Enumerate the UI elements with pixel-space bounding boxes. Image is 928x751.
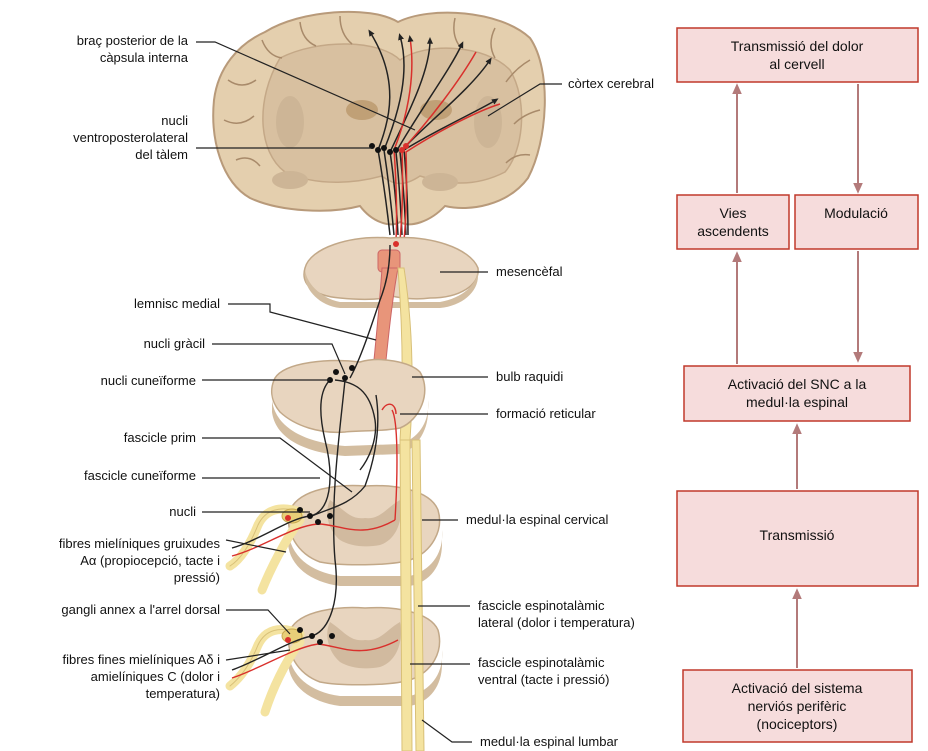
- svg-text:lateral (dolor i temperatura): lateral (dolor i temperatura): [478, 615, 635, 630]
- left-labels: braç posterior de la càpsula interna nuc…: [59, 33, 221, 701]
- svg-text:còrtex cerebral: còrtex cerebral: [568, 76, 654, 91]
- box-vies-line1: Vies: [720, 205, 747, 221]
- label-espinotalamic-lateral-1: fascicle espinotalàmic: [478, 598, 605, 613]
- spinal-tracts-yellow: [400, 440, 424, 751]
- brain-section: [213, 12, 545, 224]
- box-activacio-periferic-line1: Activació del sistema: [732, 680, 863, 696]
- svg-text:braç posterior de la: braç posterior de la: [77, 33, 189, 48]
- label-medulla-lumbar: medul·la espinal lumbar: [480, 734, 619, 749]
- svg-text:medul·la espinal cervical: medul·la espinal cervical: [466, 512, 608, 527]
- svg-text:Aα (propiocepció, tacte i: Aα (propiocepció, tacte i: [80, 553, 220, 568]
- svg-text:fibres mielíniques gruixudes: fibres mielíniques gruixudes: [59, 536, 221, 551]
- svg-text:nerviós perifèric: nerviós perifèric: [748, 698, 847, 714]
- label-espinotalamic-ventral-1: fascicle espinotalàmic: [478, 655, 605, 670]
- svg-text:nucli cuneïforme: nucli cuneïforme: [101, 373, 196, 388]
- hippocampus-left: [272, 171, 308, 189]
- svg-text:amielíniques C (dolor i: amielíniques C (dolor i: [91, 669, 220, 684]
- label-vpl-1: nucli: [161, 113, 188, 128]
- box-activacio-snc-line2: medul·la espinal: [746, 394, 848, 410]
- svg-text:fibres fines mielíniques Aδ i: fibres fines mielíniques Aδ i: [62, 652, 220, 667]
- svg-text:nucli gràcil: nucli gràcil: [144, 336, 206, 351]
- ascending-axons-black: [232, 245, 390, 670]
- label-vpl-2: ventroposterolateral: [73, 130, 188, 145]
- box-transmissio-cervell-line1: Transmissió del dolor: [731, 38, 864, 54]
- box-activacio-snc-line1: Activació del SNC a la: [728, 376, 867, 392]
- label-gangli: gangli annex a l'arrel dorsal: [61, 602, 220, 617]
- svg-text:al cervell: al cervell: [769, 56, 824, 72]
- svg-text:fascicle cuneïforme: fascicle cuneïforme: [84, 468, 196, 483]
- box-activacio-periferic: Activació del sistema nerviós perifèric …: [683, 670, 912, 742]
- svg-text:ascendents: ascendents: [697, 223, 769, 239]
- label-espinotalamic-ventral-2: ventral (tacte i pressió): [478, 672, 610, 687]
- label-fines-2: amielíniques C (dolor i: [91, 669, 220, 684]
- svg-text:gangli annex a l'arrel dorsal: gangli annex a l'arrel dorsal: [61, 602, 220, 617]
- svg-text:Transmissió: Transmissió: [760, 527, 835, 543]
- svg-text:formació reticular: formació reticular: [496, 406, 596, 421]
- label-mesencefal: mesencèfal: [496, 264, 563, 279]
- svg-text:Transmissió del dolor: Transmissió del dolor: [731, 38, 864, 54]
- svg-text:medul·la espinal lumbar: medul·la espinal lumbar: [480, 734, 619, 749]
- basal-ganglia-left: [276, 96, 304, 148]
- ventricle-left: [346, 100, 378, 120]
- svg-text:mesencèfal: mesencèfal: [496, 264, 563, 279]
- label-bulb: bulb raquidi: [496, 369, 563, 384]
- label-formacio: formació reticular: [496, 406, 596, 421]
- label-fines-1: fibres fines mielíniques Aδ i: [62, 652, 220, 667]
- box-transmissio-cervell-line2: al cervell: [769, 56, 824, 72]
- box-transmissio-label: Transmissió: [760, 527, 835, 543]
- label-medulla-cervical: medul·la espinal cervical: [466, 512, 608, 527]
- svg-text:nucli: nucli: [169, 504, 196, 519]
- svg-text:del tàlem: del tàlem: [135, 147, 188, 162]
- box-modulacio-label: Modulació: [824, 205, 888, 221]
- label-gruixudes-3: pressió): [174, 570, 220, 585]
- svg-text:Activació del sistema: Activació del sistema: [732, 680, 863, 696]
- label-cuneiforme: nucli cuneïforme: [101, 373, 196, 388]
- box-activacio-snc: Activació del SNC a la medul·la espinal: [684, 366, 910, 421]
- box-vies-ascendents: Vies ascendents: [677, 195, 789, 249]
- svg-text:(nociceptors): (nociceptors): [757, 716, 838, 732]
- label-prim: fascicle prim: [124, 430, 196, 445]
- flow-chart: Transmissió del dolor al cervell Vies as…: [677, 28, 918, 742]
- svg-text:pressió): pressió): [174, 570, 220, 585]
- svg-text:fascicle prim: fascicle prim: [124, 430, 196, 445]
- svg-text:ventroposterolateral: ventroposterolateral: [73, 130, 188, 145]
- svg-text:Vies: Vies: [720, 205, 747, 221]
- svg-text:Activació del SNC a la: Activació del SNC a la: [728, 376, 867, 392]
- label-gruixudes-2: Aα (propiocepció, tacte i: [80, 553, 220, 568]
- svg-text:bulb raquidi: bulb raquidi: [496, 369, 563, 384]
- box-modulacio: Modulació: [795, 195, 918, 249]
- box-activacio-periferic-line3: (nociceptors): [757, 716, 838, 732]
- label-fines-3: temperatura): [146, 686, 220, 701]
- box-activacio-periferic-line2: nerviós perifèric: [748, 698, 847, 714]
- svg-text:lemnisc medial: lemnisc medial: [134, 296, 220, 311]
- svg-text:ventral (tacte i pressió): ventral (tacte i pressió): [478, 672, 610, 687]
- box-vies-line2: ascendents: [697, 223, 769, 239]
- box-transmissio-cervell: Transmissió del dolor al cervell: [677, 28, 918, 82]
- svg-text:temperatura): temperatura): [146, 686, 220, 701]
- hippocampus-right: [422, 173, 458, 191]
- svg-text:càpsula interna: càpsula interna: [100, 50, 189, 65]
- label-gracil: nucli gràcil: [144, 336, 206, 351]
- svg-text:fascicle espinotalàmic: fascicle espinotalàmic: [478, 655, 605, 670]
- label-vpl-3: del tàlem: [135, 147, 188, 162]
- label-gruixudes-1: fibres mielíniques gruixudes: [59, 536, 221, 551]
- svg-text:Modulació: Modulació: [824, 205, 888, 221]
- label-capsula-2: càpsula interna: [100, 50, 189, 65]
- label-espinotalamic-lateral-2: lateral (dolor i temperatura): [478, 615, 635, 630]
- label-fasc-cuneiforme: fascicle cuneïforme: [84, 468, 196, 483]
- box-transmissio: Transmissió: [677, 491, 918, 586]
- svg-text:nucli: nucli: [161, 113, 188, 128]
- label-nucli: nucli: [169, 504, 196, 519]
- label-capsula-1: braç posterior de la: [77, 33, 189, 48]
- svg-text:fascicle espinotalàmic: fascicle espinotalàmic: [478, 598, 605, 613]
- svg-text:medul·la espinal: medul·la espinal: [746, 394, 848, 410]
- label-lemnisc: lemnisc medial: [134, 296, 220, 311]
- label-cortex: còrtex cerebral: [568, 76, 654, 91]
